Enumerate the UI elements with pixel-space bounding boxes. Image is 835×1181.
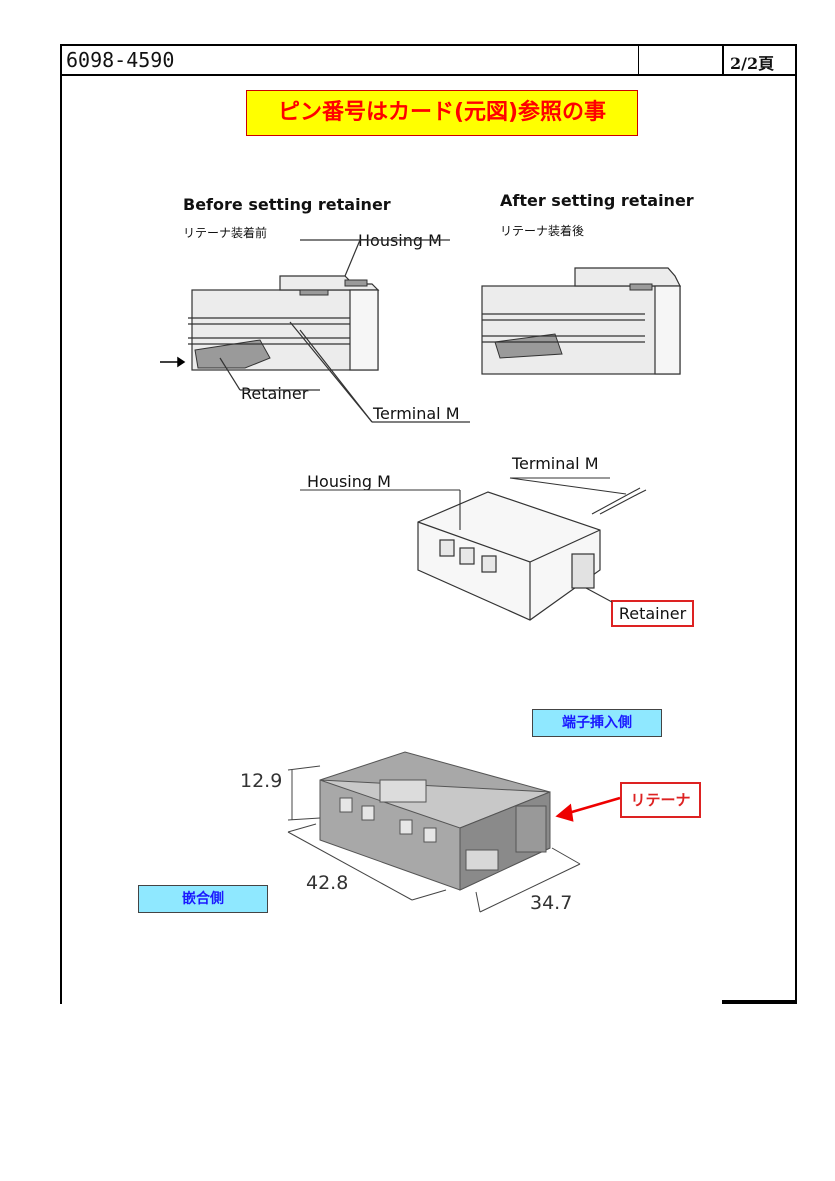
pin-number-notice: ピン番号はカード(元図)参照の事 [246,90,638,136]
retainer-pointer-arrow [555,796,621,822]
exploded-retainer-label: Retainer [611,600,694,627]
after-section-drawing [481,267,681,375]
exploded-housing-body [417,491,601,621]
page-number: 2/2頁 [730,54,775,73]
after-subtitle: リテーナ装着後 [500,224,585,238]
before-retainer-part [194,339,271,369]
before-terminal-label: Terminal M [373,404,460,423]
dimension-width: 34.7 [530,892,573,914]
dimension-height: 12.9 [240,770,283,792]
exploded-housing-label: Housing M [307,472,391,491]
frame-left-border [60,44,62,1004]
frame-top-border [60,44,797,46]
before-retainer-label: Retainer [241,384,309,403]
after-housing-body [481,285,681,375]
before-title: Before setting retainer [183,195,391,214]
frame-right-border [795,44,797,1004]
exploded-view-drawing [300,477,647,621]
retainer-jp-tag: リテーナ [620,782,701,818]
before-housing-nose [349,289,379,371]
connector-photo-body [319,751,551,891]
frame-bottom-tab [722,1000,797,1004]
dimension-lines [287,765,581,913]
mating-side-tag: 嵌合側 [138,885,268,913]
insert-side-tag: 端子挿入側 [532,709,662,737]
after-title: After setting retainer [500,191,694,210]
header-cell-divider [722,44,724,75]
before-section-drawing [160,239,470,423]
before-subtitle: リテーナ装着前 [183,226,268,240]
exploded-terminal-pin [591,487,641,515]
header-divider [60,74,797,76]
after-retainer-part [494,333,563,359]
part-number: 6098-4590 [66,48,175,72]
dimension-length: 42.8 [306,872,349,894]
header-cell-divider [638,44,639,75]
exploded-retainer-part [571,553,595,589]
before-lock [344,279,368,287]
connector-photo [287,751,621,913]
insertion-arrow [160,356,186,368]
exploded-terminal-label: Terminal M [512,454,599,473]
after-housing-top [574,267,681,287]
